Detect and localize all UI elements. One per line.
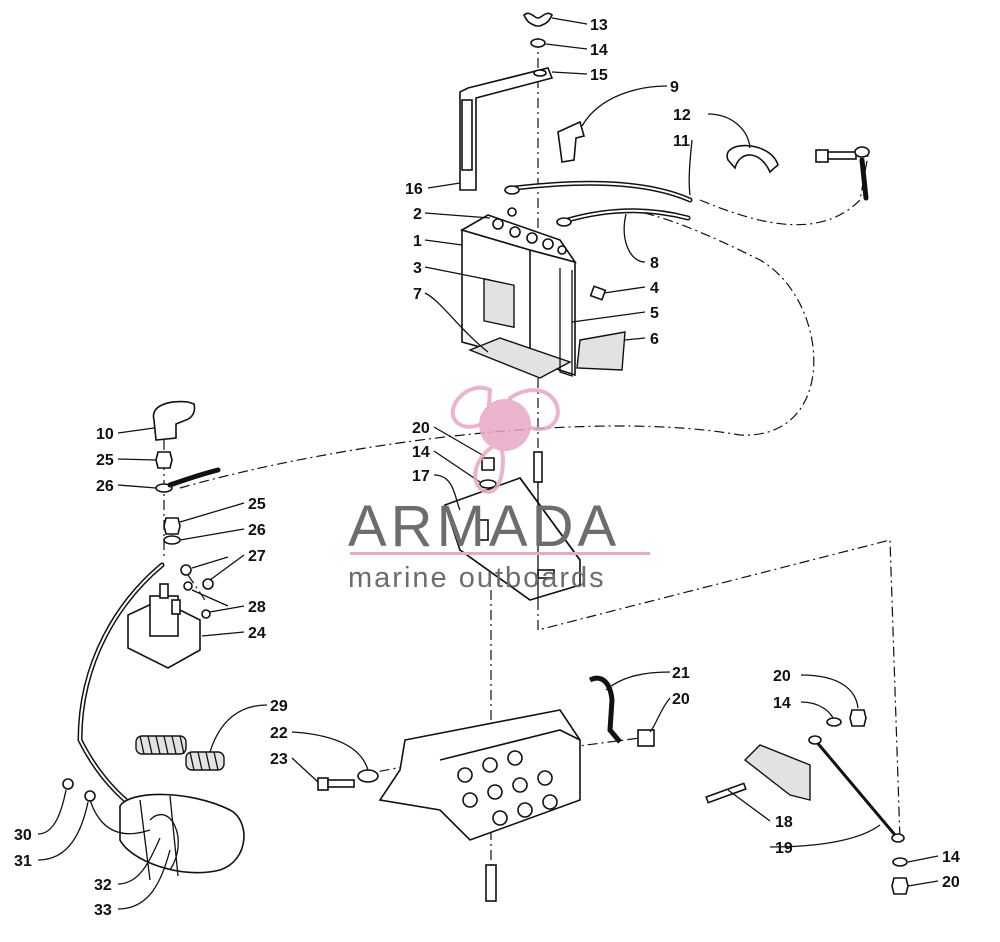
callout-14: 14 — [590, 42, 608, 59]
callout-2: 2 — [413, 206, 422, 223]
small-washer — [201, 609, 211, 619]
washer — [530, 38, 546, 48]
callout-25: 25 — [96, 452, 114, 469]
solenoid-lead — [167, 467, 221, 488]
callout-13: 13 — [590, 17, 608, 34]
callout-5: 5 — [650, 305, 659, 322]
washer — [163, 535, 181, 545]
callout-18: 18 — [775, 814, 793, 831]
callout-33: 33 — [94, 902, 112, 919]
wire-harness — [62, 778, 245, 881]
callout-11: 11 — [673, 133, 690, 150]
small-nut — [202, 578, 214, 590]
callout-10: 10 — [96, 426, 114, 443]
mounting-bracket — [378, 709, 581, 841]
nut — [163, 517, 181, 535]
callout-17: 17 — [412, 468, 430, 485]
battery — [459, 207, 577, 377]
coil-spring — [135, 735, 225, 771]
mount-plate — [743, 744, 811, 801]
cable-clamp — [726, 144, 779, 174]
bottom-bolt — [485, 864, 497, 902]
callout-19: 19 — [775, 840, 793, 857]
small-nut — [180, 564, 192, 576]
terminal-boot — [557, 120, 585, 163]
callout-20: 20 — [773, 668, 791, 685]
vent-tube — [559, 268, 573, 377]
tray-stud — [533, 451, 543, 483]
callout-6: 6 — [650, 331, 659, 348]
callout-8: 8 — [650, 255, 659, 272]
watermark-tagline: marine outboards — [348, 562, 606, 594]
battery-cables — [504, 180, 693, 227]
support-rod — [808, 735, 905, 843]
tray-fasteners — [479, 457, 497, 489]
rod-nut-bottom — [891, 877, 909, 895]
callout-4: 4 — [650, 280, 659, 297]
cap-nut — [155, 451, 173, 469]
callout-12: 12 — [673, 107, 691, 124]
terminal-clip — [589, 285, 607, 301]
callout-25: 25 — [248, 496, 266, 513]
rod-washer-bottom — [892, 857, 908, 867]
callout-26: 26 — [96, 478, 114, 495]
watermark-brand: ARMADA — [348, 494, 620, 559]
callout-9: 9 — [670, 79, 679, 96]
battery-pad — [576, 331, 626, 371]
starter-solenoid — [127, 583, 201, 669]
callout-28: 28 — [248, 599, 266, 616]
bolt-and-washer — [317, 769, 379, 791]
hold-down-strap — [459, 67, 554, 191]
callout-32: 32 — [94, 877, 112, 894]
callout-31: 31 — [14, 853, 32, 870]
callout-20: 20 — [672, 691, 690, 708]
tube-hook — [588, 675, 622, 744]
callout-23: 23 — [270, 751, 288, 768]
rod-washer — [826, 717, 842, 727]
wing-nut — [523, 12, 553, 27]
callout-14: 14 — [773, 695, 791, 712]
callout-24: 24 — [248, 625, 266, 642]
callout-14: 14 — [412, 444, 430, 461]
callout-15: 15 — [590, 67, 608, 84]
callout-1: 1 — [413, 233, 422, 250]
callout-14: 14 — [942, 849, 960, 866]
callout-30: 30 — [14, 827, 32, 844]
spacer-nut — [637, 729, 655, 747]
long-bolt — [705, 782, 747, 804]
watermark: ARMADA marine outboards — [348, 385, 650, 594]
watermark-rule — [350, 552, 650, 555]
callout-20: 20 — [412, 420, 430, 437]
ground-bolt — [815, 146, 870, 201]
callout-labels: 13 14 15 9 12 11 16 2 1 8 3 4 7 5 6 10 2… — [14, 17, 960, 919]
battery-mat — [468, 337, 572, 379]
callout-20: 20 — [942, 874, 960, 891]
callout-16: 16 — [405, 181, 423, 198]
solenoid-cap — [152, 400, 196, 441]
callout-7: 7 — [413, 286, 422, 303]
propeller-logo-icon — [450, 385, 560, 495]
rod-nut — [849, 709, 867, 727]
callout-22: 22 — [270, 725, 288, 742]
callout-27: 27 — [248, 548, 266, 565]
leader-lines — [37, 17, 939, 910]
small-washer — [183, 581, 193, 591]
callout-29: 29 — [270, 698, 288, 715]
callout-26: 26 — [248, 522, 266, 539]
callout-21: 21 — [672, 665, 690, 682]
callout-3: 3 — [413, 260, 422, 277]
